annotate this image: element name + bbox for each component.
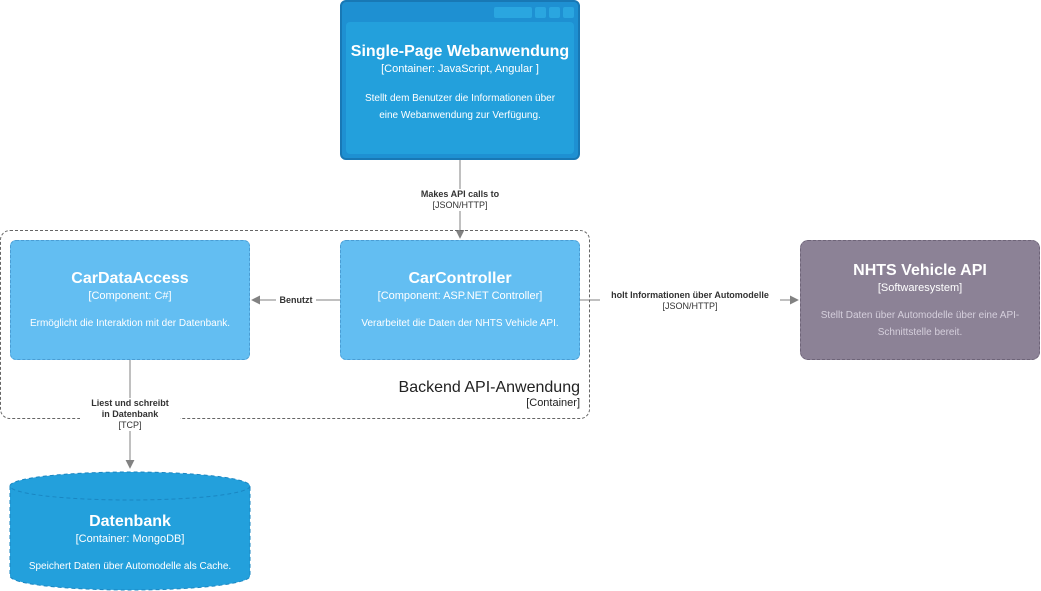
relation-dataaccess-db-line2: in Datenbank xyxy=(101,409,159,419)
window-maximize-icon xyxy=(549,7,560,18)
spa-title: Single-Page Webanwendung xyxy=(350,43,570,60)
database-container[interactable]: Datenbank [Container: MongoDB] Speichert… xyxy=(10,500,250,585)
car-data-access-description: Ermöglicht die Interaktion mit der Daten… xyxy=(29,318,231,329)
relation-spa-controller-tech: [JSON/HTTP] xyxy=(432,200,488,210)
car-controller-title: CarController xyxy=(408,270,512,287)
window-address-icon xyxy=(494,7,532,18)
nhts-title: NHTS Vehicle API xyxy=(853,262,987,279)
spa-body: Single-Page Webanwendung [Container: Jav… xyxy=(346,22,574,154)
database-title: Datenbank xyxy=(89,513,171,530)
spa-container[interactable]: Single-Page Webanwendung [Container: Jav… xyxy=(340,0,580,160)
spa-type: [Container: JavaScript, Angular ] xyxy=(381,63,539,75)
car-controller-component[interactable]: CarController [Component: ASP.NET Contro… xyxy=(340,240,580,360)
relation-label-controller-dataaccess: Benutzt xyxy=(276,295,316,306)
relation-spa-controller-text: Makes API calls to xyxy=(420,189,500,199)
relation-label-spa-controller: Makes API calls to [JSON/HTTP] xyxy=(405,189,515,211)
database-description: Speichert Daten über Automodelle als Cac… xyxy=(28,561,232,572)
boundary-type: [Container] xyxy=(526,397,580,409)
relation-controller-nhts-tech: [JSON/HTTP] xyxy=(662,301,718,311)
car-controller-type: [Component: ASP.NET Controller] xyxy=(377,290,543,302)
relation-controller-nhts-text: holt Informationen über Automodelle xyxy=(611,290,769,300)
relation-controller-dataaccess-text: Benutzt xyxy=(279,295,313,305)
car-data-access-title: CarDataAccess xyxy=(71,270,189,287)
relation-label-dataaccess-db: Liest und schreibt in Datenbank [TCP] xyxy=(80,398,180,431)
database-type: [Container: MongoDB] xyxy=(75,533,185,545)
window-minimize-icon xyxy=(535,7,546,18)
boundary-title: Backend API-Anwendung xyxy=(398,379,580,396)
spa-window-buttons xyxy=(491,7,574,25)
relation-dataaccess-db-line1: Liest und schreibt xyxy=(91,398,169,408)
database-cylinder-top xyxy=(9,471,251,501)
relation-label-controller-nhts: holt Informationen über Automodelle [JSO… xyxy=(600,290,780,312)
car-data-access-type: [Component: C#] xyxy=(88,290,172,302)
car-data-access-component[interactable]: CarDataAccess [Component: C#] Ermöglicht… xyxy=(10,240,250,360)
spa-description: Stellt dem Benutzer die Informationen üb… xyxy=(364,93,556,121)
spa-window-bar xyxy=(342,2,578,22)
nhts-vehicle-api-system[interactable]: NHTS Vehicle API [Softwaresystem] Stellt… xyxy=(800,240,1040,360)
nhts-type: [Softwaresystem] xyxy=(877,282,963,294)
car-controller-description: Verarbeitet die Daten der NHTS Vehicle A… xyxy=(361,318,559,329)
backend-boundary xyxy=(0,230,590,419)
relation-dataaccess-db-tech: [TCP] xyxy=(118,420,142,430)
window-close-icon xyxy=(563,7,574,18)
database-cylinder-body xyxy=(9,486,251,591)
nhts-description: Stellt Daten über Automodelle über eine … xyxy=(820,310,1020,338)
